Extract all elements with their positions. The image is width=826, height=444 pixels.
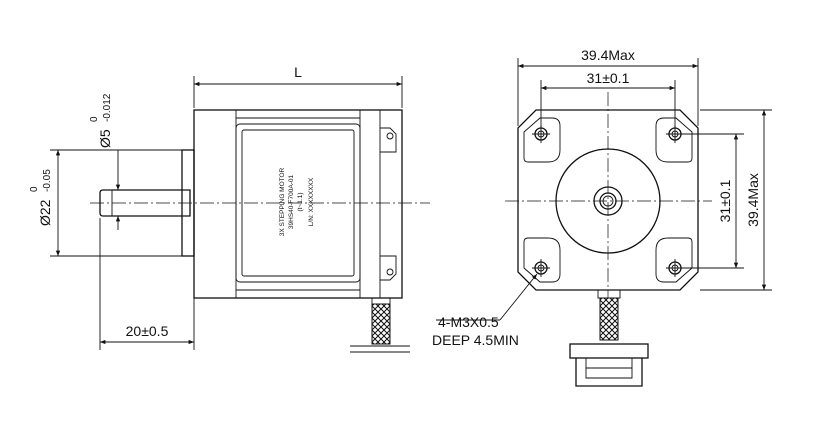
thread-callout-line2: DEEP 4.5MIN — [432, 332, 519, 348]
side-cable — [350, 297, 410, 353]
nameplate-line3: (t~1.1) — [297, 193, 304, 212]
dim-shaft-length: 20±0.5 — [99, 218, 195, 350]
side-view: 3X STEPPING MOTOR 39HS40-F700A-01 (t~1.1… — [29, 64, 430, 353]
nameplate-text: 3X STEPPING MOTOR 39HS40-F700A-01 (t~1.1… — [279, 167, 315, 236]
dim-body-width: 39.4Max — [517, 47, 699, 126]
dim-hole-spacing-side: 31±0.1 — [681, 133, 744, 269]
dim-hole-spacing-side-label: 31±0.1 — [717, 179, 733, 222]
dim-shaft-tol-lower: -0.012 — [102, 93, 113, 122]
dim-boss-tol-lower: -0.05 — [42, 169, 53, 192]
dim-body-height: 39.4Max — [700, 109, 772, 291]
dim-shaft-tol-upper: 0 — [89, 116, 100, 122]
nameplate-line4: L/N: XXXXXXXX — [308, 177, 315, 226]
front-cable — [597, 289, 621, 341]
dim-boss-tol-upper: 0 — [29, 186, 40, 192]
connector — [569, 343, 649, 387]
dim-length: L — [193, 64, 403, 108]
thread-callout-line1: 4-M3X0.5 — [438, 314, 499, 330]
nameplate-line1: 3X STEPPING MOTOR — [279, 167, 286, 236]
dim-hole-spacing-top: 31±0.1 — [540, 70, 676, 128]
dim-shaft-diameter-label: Ø5 — [97, 129, 113, 148]
nameplate-line2: 39HS40-F700A-01 — [288, 175, 295, 230]
dim-hole-spacing-top-label: 31±0.1 — [587, 70, 630, 86]
dim-shaft-diameter: Ø5 0 -0.012 — [89, 93, 121, 230]
front-view: 39.4Max 31±0.1 31±0.1 39.4Max 4-M3X0.5 — [432, 47, 772, 387]
dim-body-width-label: 39.4Max — [581, 47, 635, 63]
dim-boss-diameter: Ø22 0 -0.05 — [29, 149, 182, 257]
dim-length-label: L — [294, 64, 302, 80]
front-body-outline — [517, 109, 699, 291]
dim-boss-diameter-label: Ø22 — [37, 199, 53, 226]
dim-body-height-label: 39.4Max — [745, 173, 761, 227]
dim-shaft-length-label: 20±0.5 — [126, 323, 169, 339]
motor-body — [193, 109, 403, 299]
thread-callout: 4-M3X0.5 DEEP 4.5MIN — [432, 273, 538, 348]
